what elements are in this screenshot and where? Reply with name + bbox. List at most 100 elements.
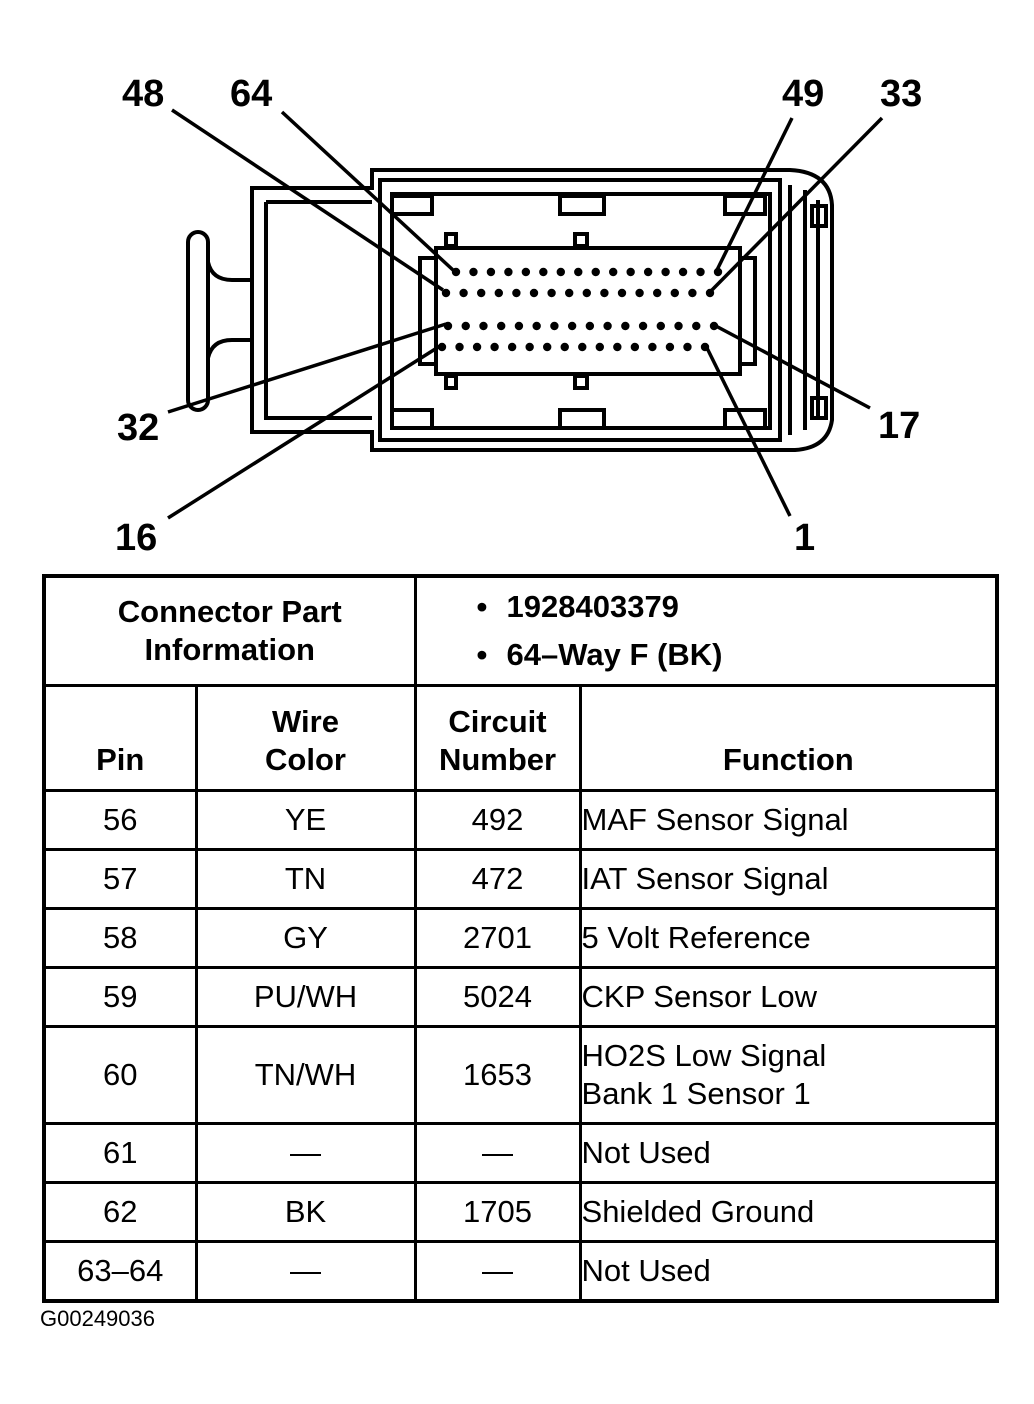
- connector-pin: [539, 267, 548, 277]
- bullet: •: [476, 589, 488, 624]
- connector-pin: [567, 321, 577, 331]
- connector-pin: [635, 288, 644, 298]
- connector-pin: [507, 342, 517, 352]
- wire-color-cell: YE: [194, 789, 417, 851]
- circuit-number-cell: 472: [413, 848, 582, 910]
- function-cell: Shielded Ground: [578, 1181, 999, 1243]
- column-header-function: Function: [578, 684, 999, 792]
- connector-info-label: Connector Part Information: [42, 574, 417, 687]
- function-text: Not Used: [581, 1135, 711, 1170]
- connector-pin: [437, 342, 447, 352]
- connector-pin: [585, 321, 595, 331]
- part-number-text: 1928403379: [506, 589, 679, 624]
- connector-pin: [683, 342, 692, 352]
- connector-pin: [661, 267, 670, 277]
- connector-pin: [678, 267, 688, 277]
- figure-id: G00249036: [40, 1306, 155, 1331]
- connector-pin: [696, 267, 705, 277]
- circuit-number-cell: 5024: [413, 966, 582, 1028]
- pin-label-16: 16: [115, 517, 157, 559]
- connector-info-row: Connector Part Information • 1928403379 •…: [42, 574, 999, 687]
- connector-pin: [543, 342, 552, 352]
- connector-pin: [600, 288, 609, 298]
- function-text: 5 Volt Reference: [581, 920, 811, 955]
- connector-pin: [674, 321, 683, 331]
- connector-pin: [529, 288, 539, 298]
- pin-cell: 62: [42, 1181, 198, 1243]
- pin-cell: 56: [42, 789, 198, 851]
- connector-diagram: 48 64 49 33 32 17 16 1: [115, 73, 922, 559]
- connector-info-values: •1928403379 •64–Way F (BK): [413, 574, 999, 687]
- function-text: MAF Sensor Signal: [581, 802, 849, 837]
- connector-pin: [532, 321, 541, 331]
- circuit-number-cell: 1705: [413, 1181, 582, 1243]
- connector-pin: [455, 342, 464, 352]
- connector-pin: [477, 288, 486, 298]
- connector-pin: [653, 288, 662, 298]
- leader-lines: [167, 108, 884, 520]
- connector-pin: [578, 342, 587, 352]
- pin-cell: 60: [42, 1025, 198, 1125]
- column-header-circuit-line2: Number: [438, 742, 557, 777]
- pin-field: [437, 267, 723, 352]
- connector-pin: [512, 288, 521, 298]
- connector-pin: [451, 267, 461, 277]
- connector-pin: [713, 267, 723, 277]
- connector-pin: [441, 288, 451, 298]
- function-cell: MAF Sensor Signal: [578, 789, 999, 851]
- column-header-circuit-line1: Circuit: [448, 704, 547, 739]
- pin-cell: 57: [42, 848, 198, 910]
- connector-pin: [514, 321, 524, 331]
- circuit-number-cell: —: [413, 1122, 582, 1184]
- connector-pin: [656, 321, 665, 331]
- function-cell: Not Used: [578, 1122, 999, 1184]
- function-cell: 5 Volt Reference: [578, 907, 999, 969]
- connector-pin: [638, 321, 648, 331]
- connector-housing: [250, 168, 834, 452]
- wire-color-cell: TN: [194, 848, 417, 910]
- connector-pin: [461, 321, 470, 331]
- connector-pin: [591, 267, 600, 277]
- circuit-number-cell: 492: [413, 789, 582, 851]
- connector-pin: [603, 321, 612, 331]
- function-text: IAT Sensor Signal: [581, 861, 829, 896]
- connector-pin: [574, 267, 583, 277]
- connector-pin: [648, 342, 657, 352]
- connector-pin: [692, 321, 701, 331]
- table-row: 63–64——Not Used: [42, 1240, 999, 1303]
- connector-pin: [550, 321, 559, 331]
- column-header-wire-color: Wire Color: [194, 684, 417, 792]
- connector-pin: [547, 288, 556, 298]
- column-header-wire-line2: Color: [265, 742, 346, 777]
- pin-label-49: 49: [782, 73, 824, 115]
- wire-color-cell: —: [194, 1240, 417, 1303]
- wire-color-cell: GY: [194, 907, 417, 969]
- connector-pin: [595, 342, 604, 352]
- wire-color-cell: —: [194, 1122, 417, 1184]
- pin-label-64: 64: [230, 73, 272, 115]
- function-text: Not Used: [581, 1253, 711, 1288]
- connector-pin: [472, 342, 482, 352]
- connector-pin: [565, 288, 574, 298]
- function-text-line2: Bank 1 Sensor 1: [581, 1076, 811, 1111]
- function-text: Shielded Ground: [581, 1194, 815, 1229]
- wire-color-cell: PU/WH: [194, 966, 417, 1028]
- connector-pin: [525, 342, 534, 352]
- column-header-row: Pin Wire Color Circuit Number Function: [42, 684, 999, 792]
- connector-pin: [617, 288, 627, 298]
- connector-pin: [560, 342, 569, 352]
- connector-pin: [521, 267, 531, 277]
- connector-pin: [497, 321, 506, 331]
- function-text: CKP Sensor Low: [581, 979, 818, 1014]
- column-header-function-text: Function: [722, 742, 854, 777]
- connector-part-number: • 1928403379: [477, 583, 996, 631]
- function-cell: Not Used: [578, 1240, 999, 1303]
- connector-pin: [643, 267, 653, 277]
- column-header-pin-text: Pin: [96, 742, 145, 777]
- column-header-circuit-number: Circuit Number: [413, 684, 582, 792]
